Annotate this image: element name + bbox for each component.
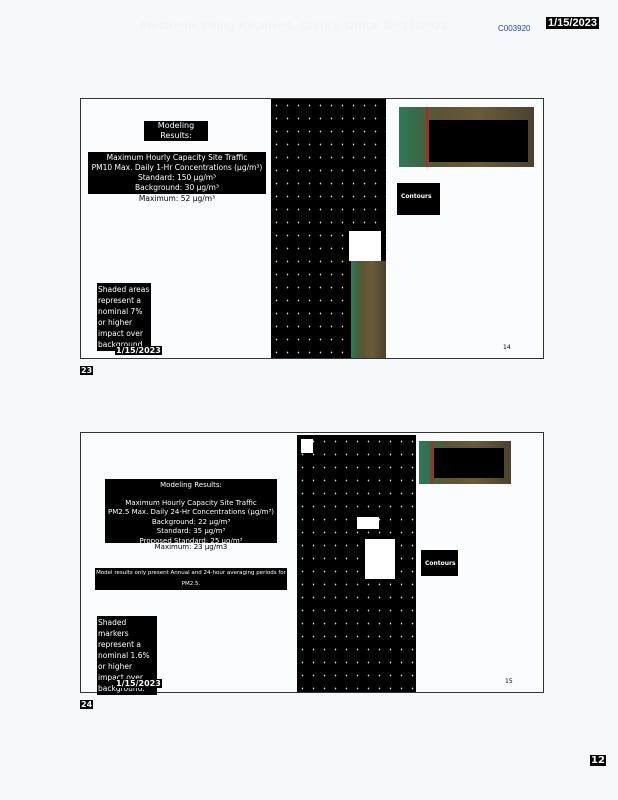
- shading-note: Shaded areas represent a nominal 7% or h…: [97, 283, 151, 351]
- concentration-map: [297, 435, 416, 692]
- page-number: 12: [590, 755, 606, 766]
- legend-title: Contours: [400, 192, 433, 201]
- inset-aerial: [399, 107, 534, 167]
- summary-line: Proposed Standard: 25 µg/m³: [139, 536, 243, 545]
- slide-title: Modeling Results:: [160, 481, 222, 489]
- map-aerial-strip: [351, 261, 386, 358]
- summary-line: Maximum Hourly Capacity Site Traffic: [106, 153, 248, 162]
- slide-2: Modeling Results: Maximum Hourly Capacit…: [80, 432, 544, 695]
- slide-number: 15: [505, 678, 513, 685]
- slide-label: 23: [80, 366, 94, 375]
- maximum-value: Maximum: 52 µg/m³: [138, 194, 216, 203]
- summary-line: Maximum Hourly Capacity Site Traffic: [125, 498, 257, 507]
- filing-stamp: Electronic Filing Received, Clerk's Offi…: [140, 20, 449, 32]
- legend-box: Contours: [421, 550, 458, 576]
- summary-line: Background: 30 µg/m³: [135, 183, 219, 192]
- note-date: 1/15/2023: [115, 679, 162, 688]
- map-highlight: [365, 539, 395, 579]
- inset-aerial: [419, 441, 511, 484]
- summary-line: PM10 Max. Daily 1-Hr Concentrations (µg/…: [91, 163, 263, 172]
- map-highlight: [357, 517, 379, 529]
- results-summary: Maximum Hourly Capacity Site Traffic PM1…: [88, 152, 266, 194]
- summary-line: Background: 22 µg/m³: [151, 517, 231, 526]
- slide-title: Modeling Results:: [144, 121, 208, 141]
- map-highlight: [349, 231, 381, 261]
- slide-1: Modeling Results: Maximum Hourly Capacit…: [80, 98, 544, 359]
- summary-line: Standard: 150 µg/m³: [137, 173, 217, 182]
- document-id: C003920: [498, 24, 531, 33]
- footnote: Model results only present Annual and 24…: [95, 568, 287, 590]
- legend-box: Contours: [397, 183, 440, 215]
- slide-label: 24: [80, 700, 94, 709]
- maximum-value: Maximum: 23 µg/m3: [154, 543, 228, 551]
- summary-line: Standard: 35 µg/m³: [156, 527, 226, 535]
- concentration-map: [271, 99, 386, 358]
- map-highlight: [301, 439, 313, 453]
- legend-title: Contours: [424, 559, 457, 568]
- document-date: 1/15/2023: [546, 17, 599, 29]
- note-date: 1/15/2023: [115, 346, 162, 355]
- summary-line: PM2.5 Max. Daily 24-Hr Concentrations (µ…: [107, 508, 274, 516]
- results-summary: Modeling Results: Maximum Hourly Capacit…: [105, 479, 277, 545]
- slide-number: 14: [503, 344, 511, 351]
